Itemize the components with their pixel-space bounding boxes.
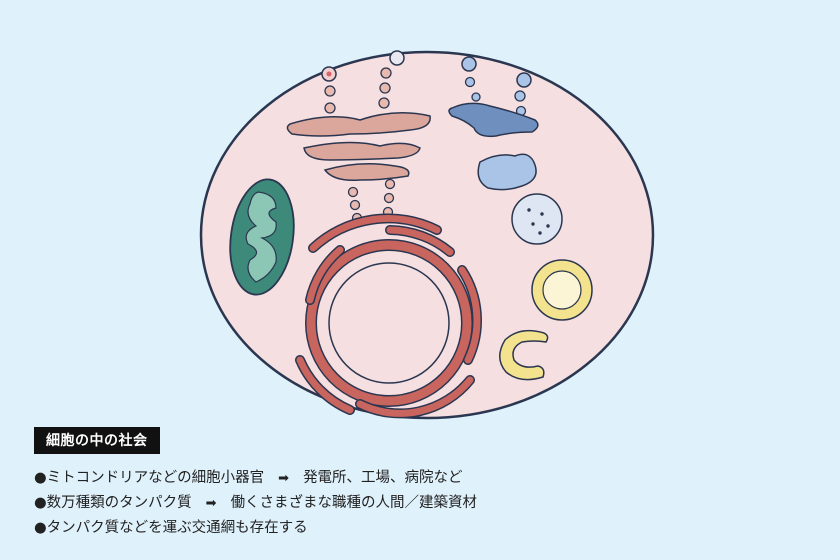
nucleus bbox=[295, 213, 482, 419]
golgi-apparatus bbox=[286, 112, 431, 182]
list-item-text: ●タンパク質などを運ぶ交通網も存在する bbox=[34, 520, 308, 536]
list-item: ●数万種類のタンパク質 ➡ 働くさまざまな職種の人間／建築資材 bbox=[34, 491, 477, 516]
list-item-meaning: 働くさまざまな職種の人間／建築資材 bbox=[230, 495, 478, 511]
secretory-vesicle bbox=[531, 259, 593, 321]
right-arrow-icon: ➡ bbox=[205, 496, 217, 511]
vacuole bbox=[477, 153, 537, 191]
mitochondrion bbox=[229, 178, 295, 296]
list-item-text: ●ミトコンドリアなどの細胞小器官 bbox=[34, 470, 265, 486]
lysosome bbox=[511, 193, 563, 245]
list-item: ●タンパク質などを運ぶ交通網も存在する bbox=[34, 516, 477, 540]
endosome bbox=[448, 102, 539, 138]
list-item-meaning: 発電所、工場、病院など bbox=[303, 470, 463, 486]
list-item-text: ●数万種類のタンパク質 bbox=[34, 495, 192, 511]
caption-list: ●ミトコンドリアなどの細胞小器官 ➡ 発電所、工場、病院など ●数万種類のタンパク質… bbox=[34, 466, 477, 540]
list-item: ●ミトコンドリアなどの細胞小器官 ➡ 発電所、工場、病院など bbox=[34, 466, 477, 491]
membrane-vesicles bbox=[321, 50, 532, 88]
forming-vesicle bbox=[499, 329, 549, 381]
transport-vesicles bbox=[464, 76, 527, 117]
caption-title: 細胞の中の社会 bbox=[34, 427, 160, 454]
right-arrow-icon: ➡ bbox=[278, 471, 290, 486]
